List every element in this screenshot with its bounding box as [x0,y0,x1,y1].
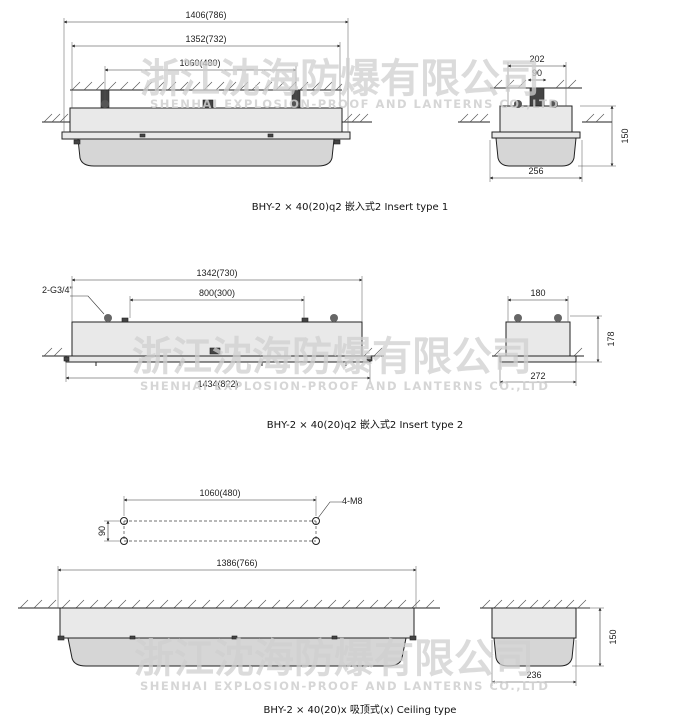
dim-hole-spacing: 90 [97,526,107,536]
ceiling-type-front-view: 1386(766) [18,558,440,667]
dim-overall-length: 1386(766) [216,558,257,568]
watermark-chinese-1: 浙江沈海防爆有限公司 [140,56,540,102]
side-dim-top: 202 [529,54,544,64]
dim-flange-length: 1434(822) [197,379,238,389]
side-dim-height: 150 [620,128,630,143]
side-dim-height: 178 [606,331,616,346]
insert-type-1-front-view [42,81,372,167]
ceiling-type-side-view: 150 236 [480,599,618,686]
watermark-chinese-3: 浙江沈海防爆有限公司 [134,636,534,682]
watermark-chinese-2: 浙江沈海防爆有限公司 [132,334,532,380]
dim-mounting-centres: 800(300) [199,288,235,298]
dim-overall-length: 1406(786) [185,10,226,20]
side-dim-height: 150 [608,629,618,644]
label-conduit-entry: 2-G3/4" [42,285,73,295]
watermark-english-1: SHENHAI EXPLOSION-PROOF AND LANTERNS CO.… [150,97,559,111]
dim-mounting-centres: 1060(480) [179,58,220,68]
side-dim-inner: 90 [532,68,542,78]
dim-housing-length: 1342(730) [196,268,237,278]
caption-ceiling-type: BHY-2 × 40(20)x 吸顶式(x) Ceiling type [264,703,457,716]
ceiling-type-mounting-holes: 1060(480) 90 4-M8 [97,488,363,545]
side-dim-bottom: 236 [526,670,541,680]
side-dim-flange: 272 [530,371,545,381]
side-dim-width: 180 [530,288,545,298]
insert-type-1-dimensions: 1406(786) 1352(732) 1060(480) [63,10,349,132]
insert-type-2-front-view: 2-G3/4" [42,285,384,366]
side-dim-bottom: 256 [528,166,543,176]
dim-hole-centres: 1060(480) [199,488,240,498]
company-watermark: 浙江沈海防爆有限公司 SHENHAI EXPLOSION-PROOF AND L… [132,56,559,693]
watermark-english-2: SHENHAI EXPLOSION-PROOF AND LANTERNS CO.… [140,379,549,393]
watermark-english-3: SHENHAI EXPLOSION-PROOF AND LANTERNS CO.… [140,679,549,693]
caption-insert-type-2: BHY-2 × 40(20)q2 嵌入式2 Insert type 2 [267,418,463,431]
insert-type-2-dimensions: 1342(730) 800(300) 1434(822) [65,268,371,389]
dim-middle-length: 1352(732) [185,34,226,44]
insert-type-1-side-view: 202 90 150 256 [458,54,630,182]
label-bolts: 4-M8 [342,496,363,506]
caption-insert-type-1: BHY-2 × 40(20)q2 嵌入式2 Insert type 1 [252,200,448,213]
insert-type-2-side-view: 180 178 272 [492,288,616,386]
